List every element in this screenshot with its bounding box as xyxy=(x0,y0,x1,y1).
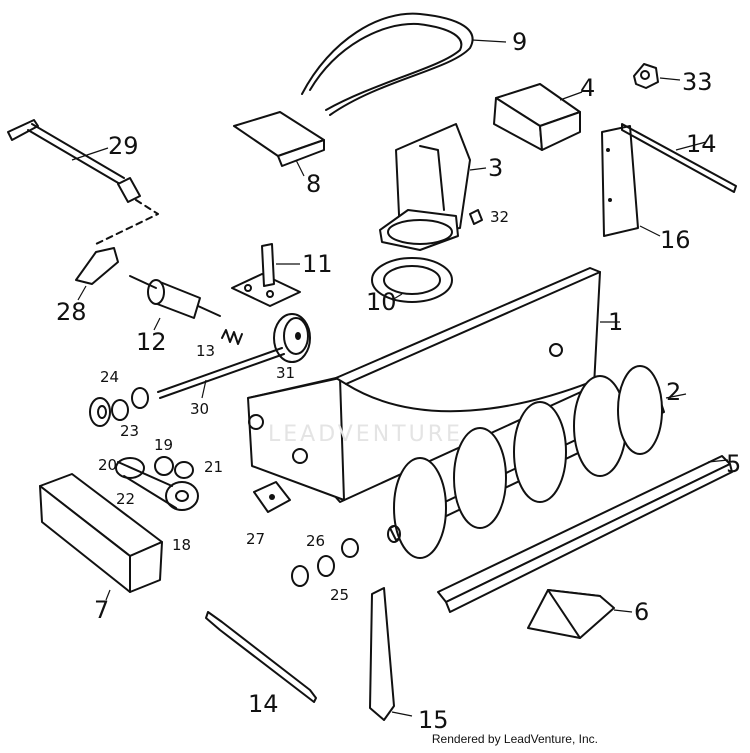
part-3-chute xyxy=(379,123,487,251)
callout-6: 6 xyxy=(634,598,650,626)
callout-12: 12 xyxy=(136,328,167,356)
part-14-bar-upper xyxy=(621,123,737,193)
part-24-washer xyxy=(89,397,111,427)
part-32-clip xyxy=(469,209,483,225)
callout-33: 33 xyxy=(682,68,713,96)
callout-23: 23 xyxy=(120,422,140,440)
part-6-deflector xyxy=(527,589,633,639)
callout-9: 9 xyxy=(512,28,528,56)
part-1-housing xyxy=(247,267,620,503)
callout-7: 7 xyxy=(94,596,110,624)
callout-30: 30 xyxy=(190,400,210,418)
part-23-nut xyxy=(111,387,149,421)
part-7-cover xyxy=(39,473,163,601)
callout-25: 25 xyxy=(330,586,350,604)
callout-19: 19 xyxy=(154,436,174,454)
callout-14-upper: 14 xyxy=(686,130,717,158)
part-4-cover xyxy=(493,83,583,151)
part-22-chain-drive xyxy=(115,457,199,511)
callout-10: 10 xyxy=(366,288,397,316)
part-14-bar-lower xyxy=(205,611,317,703)
part-30-rod xyxy=(157,347,285,399)
callout-8: 8 xyxy=(306,170,322,198)
part-31-pulley xyxy=(273,313,311,363)
callout-20: 20 xyxy=(98,456,118,474)
callout-21: 21 xyxy=(204,458,224,476)
part-11-bracket xyxy=(231,243,301,307)
callout-18: 18 xyxy=(172,536,192,554)
callout-14-lower: 14 xyxy=(248,690,279,718)
callout-22: 22 xyxy=(116,490,136,508)
callout-15: 15 xyxy=(418,706,449,734)
part-21-bearing xyxy=(174,461,194,479)
part-5-scraper xyxy=(437,455,733,613)
part-27-bushing xyxy=(253,481,291,513)
part-16-panel xyxy=(601,125,661,237)
part-33-knob xyxy=(633,63,681,89)
part-29-crank xyxy=(7,119,159,245)
part-10-ring xyxy=(371,257,453,303)
callout-3: 3 xyxy=(488,154,504,182)
callout-13: 13 xyxy=(196,342,216,360)
part-25-bearing xyxy=(317,555,335,577)
watermark: LEADVENTURE xyxy=(268,422,463,447)
part-8-plate xyxy=(233,111,325,177)
callout-4: 4 xyxy=(580,74,596,102)
part-28-lever xyxy=(75,247,119,301)
callout-27: 27 xyxy=(246,530,266,548)
callout-24: 24 xyxy=(100,368,120,386)
callout-28: 28 xyxy=(56,298,87,326)
callout-31: 31 xyxy=(276,364,296,382)
callout-2: 2 xyxy=(666,378,682,406)
callout-26: 26 xyxy=(306,532,326,550)
callout-32: 32 xyxy=(490,208,510,226)
callout-5: 5 xyxy=(726,450,742,478)
part-2-auger xyxy=(387,365,687,559)
callout-29: 29 xyxy=(108,132,139,160)
part-13-spring xyxy=(221,329,243,345)
part-9-belt xyxy=(301,12,507,116)
callout-11: 11 xyxy=(302,250,333,278)
callout-16: 16 xyxy=(660,226,691,254)
credit-text: Rendered by LeadVenture, Inc. xyxy=(431,732,598,746)
part-15-skid xyxy=(369,587,413,721)
callout-1: 1 xyxy=(608,308,624,336)
part-26-washer xyxy=(291,538,359,587)
part-12-shaft xyxy=(129,275,221,331)
part-19-sprocket xyxy=(154,456,174,476)
